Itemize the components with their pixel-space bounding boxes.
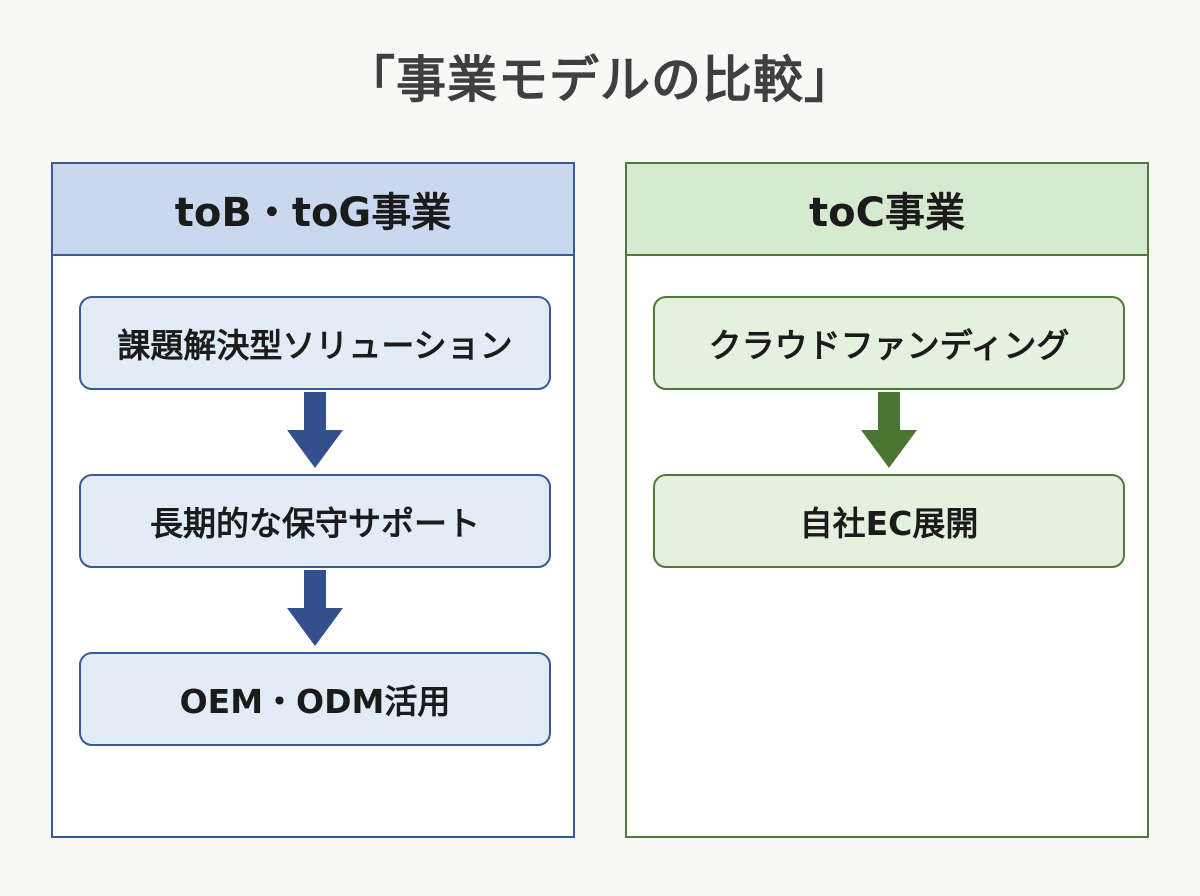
right-step-2-box: 自社EC展開 <box>653 474 1125 568</box>
tob-tog-header: toB・toG事業 <box>53 164 573 256</box>
left-step-1-box: 課題解決型ソリューション <box>79 296 551 390</box>
right-arrow-1-icon <box>861 392 917 468</box>
page-title: 「事業モデルの比較」 <box>345 51 855 109</box>
toc-panel: toC事業 クラウドファンディング 自社EC展開 <box>625 162 1149 838</box>
tob-tog-panel: toB・toG事業 課題解決型ソリューション 長期的な保守サポート OEM・OD… <box>51 162 575 838</box>
right-step-1-box: クラウドファンディング <box>653 296 1125 390</box>
left-arrow-1-icon <box>287 392 343 468</box>
left-step-3-box: OEM・ODM活用 <box>79 652 551 746</box>
toc-header: toC事業 <box>627 164 1147 256</box>
left-step-2-box: 長期的な保守サポート <box>79 474 551 568</box>
left-arrow-2-icon <box>287 570 343 646</box>
